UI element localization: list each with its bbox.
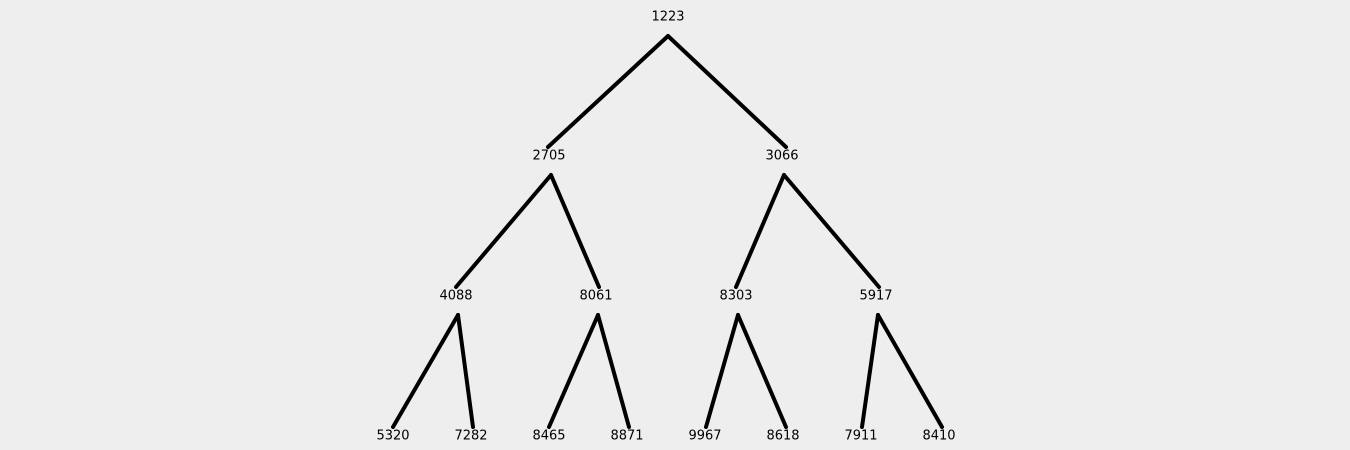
tree-node-2705: 2705 — [532, 149, 565, 164]
tree-edge-8061-to-8871 — [596, 313, 631, 429]
tree-edge-2705-to-8061 — [549, 173, 601, 289]
tree-node-9967: 9967 — [688, 429, 721, 444]
tree-node-8410: 8410 — [922, 429, 955, 444]
tree-node-7911: 7911 — [844, 429, 877, 444]
tree-edge-8303-to-8618 — [736, 313, 788, 429]
tree-node-5917: 5917 — [859, 289, 892, 304]
tree-edge-4088-to-7282 — [456, 313, 475, 429]
tree-node-8465: 8465 — [532, 429, 565, 444]
tree-edge-5917-to-7911 — [860, 313, 880, 429]
tree-node-1223: 1223 — [651, 10, 684, 25]
tree-node-8303: 8303 — [719, 289, 752, 304]
tree-edge-1223-to-3066 — [666, 34, 788, 149]
tree-edge-8061-to-8465 — [547, 313, 600, 429]
tree-node-8618: 8618 — [766, 429, 799, 444]
tree-node-4088: 4088 — [439, 289, 472, 304]
tree-edge-8303-to-9967 — [704, 313, 740, 429]
tree-node-8061: 8061 — [579, 289, 612, 304]
tree-edges — [391, 34, 944, 429]
tree-edge-5917-to-8410 — [876, 313, 944, 429]
tree-node-5320: 5320 — [376, 429, 409, 444]
tree-node-8871: 8871 — [610, 429, 643, 444]
tree-edge-4088-to-5320 — [391, 313, 460, 429]
tree-node-labels: 1223 2705 3066 4088 8061 8303 5917 5320 7282 8465… — [376, 10, 955, 444]
tree-edge-2705-to-4088 — [454, 173, 553, 289]
tree-node-7282: 7282 — [454, 429, 487, 444]
tree-node-3066: 3066 — [765, 149, 798, 164]
tree-edge-3066-to-5917 — [782, 173, 881, 289]
tree-edge-3066-to-8303 — [734, 173, 786, 289]
tree-edge-1223-to-2705 — [546, 34, 670, 149]
